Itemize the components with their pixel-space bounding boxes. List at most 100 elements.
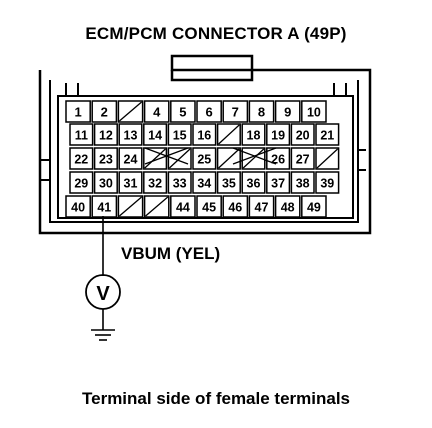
terminal-cell [216, 147, 241, 170]
terminal-cell [91, 195, 118, 218]
terminal-number: 14 [148, 129, 162, 143]
terminal-number: 18 [247, 129, 261, 143]
terminal-cell [91, 100, 118, 123]
terminal-number: 13 [124, 129, 138, 143]
terminal-number: 16 [197, 129, 211, 143]
terminal-number: 39 [320, 177, 334, 191]
empty-terminal-mark [218, 124, 240, 145]
terminal-cell [274, 195, 301, 218]
terminal-number: 6 [205, 105, 212, 120]
terminal-cell [266, 123, 291, 146]
terminal-number: 10 [307, 106, 321, 120]
terminal-number: 15 [173, 129, 187, 143]
terminal-cell [170, 195, 196, 218]
terminal-cell [192, 147, 217, 170]
terminal-number: 1 [74, 105, 81, 120]
terminal-cell [143, 123, 168, 146]
terminal-number: 21 [320, 129, 334, 143]
terminal-cell [69, 171, 94, 194]
terminal-cell [93, 147, 118, 170]
terminal-cell [167, 147, 192, 170]
terminal-number: 41 [97, 201, 111, 215]
terminal-cell [222, 100, 249, 123]
terminal-cell [118, 147, 143, 170]
terminal-cell [196, 100, 222, 123]
terminal-cell [93, 171, 118, 194]
terminal-cell [143, 100, 170, 123]
empty-terminal-mark [168, 148, 191, 169]
terminal-cell [118, 171, 143, 194]
terminal-cell [315, 123, 340, 146]
terminal-number: 49 [307, 201, 321, 215]
terminal-cell [65, 195, 91, 218]
terminal-cell [196, 195, 222, 218]
terminal-cell [118, 123, 143, 146]
terminal-cell [241, 171, 266, 194]
empty-terminal-mark [144, 148, 166, 169]
terminal-number: 5 [179, 105, 186, 120]
terminal-number: 35 [222, 177, 236, 191]
terminal-cell [93, 123, 118, 146]
terminal-cell [301, 195, 327, 218]
terminal-number: 47 [255, 201, 269, 215]
terminal-number: 40 [71, 201, 85, 215]
terminal-number: 37 [271, 177, 285, 191]
terminal-cell [248, 100, 275, 123]
empty-terminal-mark [242, 148, 265, 169]
empty-terminal-mark [145, 196, 169, 217]
terminal-number: 12 [99, 129, 113, 143]
terminal-number: 11 [75, 129, 88, 143]
terminal-number: 33 [173, 177, 187, 191]
terminal-cell [216, 171, 241, 194]
terminal-number: 30 [99, 177, 113, 191]
terminal-cell [170, 100, 196, 123]
terminal-number: 32 [148, 177, 162, 191]
terminal-number: 45 [202, 201, 216, 215]
terminal-number: 27 [296, 153, 310, 167]
terminal-number: 4 [153, 105, 161, 120]
empty-terminal-mark [218, 148, 240, 169]
terminal-number: 31 [124, 177, 138, 191]
terminal-cell [192, 123, 217, 146]
terminal-cell [290, 171, 315, 194]
terminal-cell [315, 147, 340, 170]
terminal-cell [143, 147, 168, 170]
wire-label: VBUM (YEL) [121, 244, 220, 263]
terminal-number: 19 [271, 129, 285, 143]
terminal-number: 24 [124, 153, 138, 167]
terminal-cell [315, 171, 340, 194]
terminal-cell [192, 171, 217, 194]
terminal-number: 2 [101, 105, 108, 120]
terminal-cell [216, 123, 241, 146]
connector-housing [38, 54, 372, 235]
empty-terminal-mark [316, 148, 339, 169]
terminal-number: 9 [284, 105, 291, 120]
ground-icon [91, 329, 115, 341]
terminal-cell [241, 147, 266, 170]
voltmeter-symbol: V [96, 283, 110, 305]
terminal-number: 20 [296, 129, 310, 143]
terminal-number: 34 [197, 177, 211, 191]
empty-terminal-mark [118, 101, 143, 122]
terminal-cell [266, 147, 291, 170]
terminal-cell [117, 100, 144, 123]
terminal-number: 7 [232, 105, 239, 120]
terminal-cell [290, 147, 315, 170]
terminal-cell [143, 171, 168, 194]
terminal-cell [69, 147, 94, 170]
terminal-cell [266, 171, 291, 194]
terminal-cell [248, 195, 275, 218]
diagram-title: ECM/PCM CONNECTOR A (49P) [85, 24, 347, 43]
terminal-cell [117, 195, 144, 218]
terminal-number: 36 [247, 177, 261, 191]
terminal-number: 25 [197, 153, 211, 167]
terminal-cell [69, 123, 94, 146]
terminal-number: 46 [228, 201, 242, 215]
terminal-number: 23 [99, 153, 113, 167]
diagram-caption: Terminal side of female terminals [82, 389, 350, 408]
terminal-cell [222, 195, 249, 218]
terminal-cell [290, 123, 315, 146]
terminal-cell [274, 100, 301, 123]
